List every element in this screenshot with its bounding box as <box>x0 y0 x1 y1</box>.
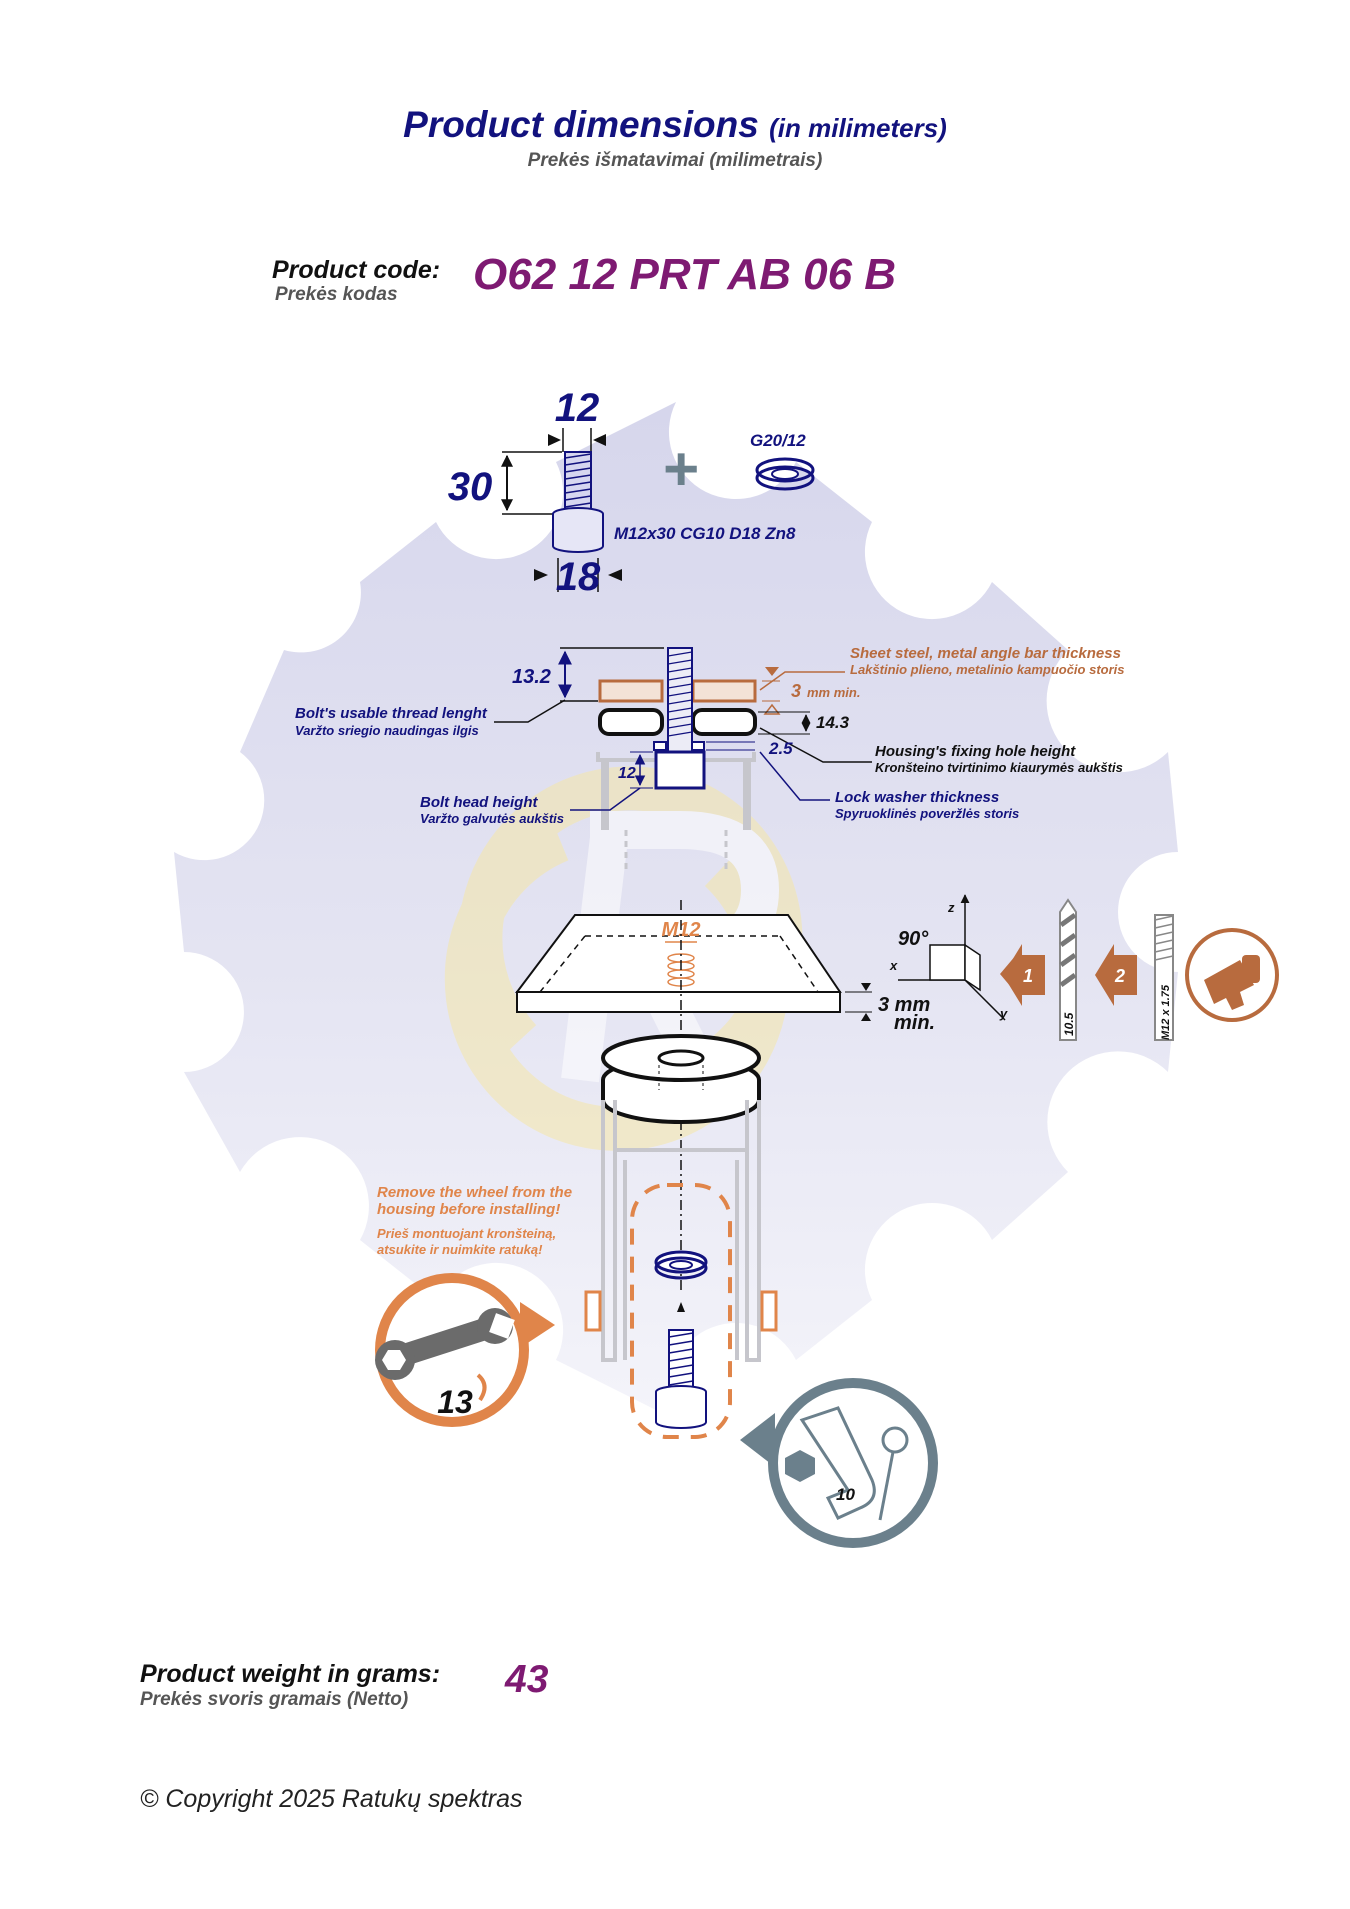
washer-thickness-label-lt: Spyruoklinės poveržlės storis <box>835 806 1019 821</box>
lock-washer-install-icon <box>654 1250 708 1280</box>
page-title: Product dimensions (in milimeters) <box>0 104 1350 146</box>
bolt-diameter-label: 12 <box>555 386 600 430</box>
plus-icon: + <box>662 435 698 504</box>
tap-size-label: M12 x 1.75 <box>1160 984 1172 1040</box>
weight-label-lt: Prekės svoris gramais (Netto) <box>140 1689 409 1710</box>
sheet-min-value: 3 <box>791 681 801 701</box>
bolt-spec-label: M12x30 CG10 D18 Zn8 <box>614 524 796 543</box>
thread-length-value: 13.2 <box>512 666 551 688</box>
title-unit: (in milimeters) <box>769 113 947 143</box>
axis-y-label: y <box>999 1006 1008 1021</box>
wrench-icon: 13 <box>375 1273 555 1427</box>
product-code-label: Product code: <box>272 256 441 284</box>
washer-thickness-value: 2.5 <box>768 739 793 758</box>
washer-thickness-label-en: Lock washer thickness <box>835 789 999 806</box>
sheet-steel-label-en: Sheet steel, metal angle bar thickness <box>850 645 1121 662</box>
head-height-label-en: Bolt head height <box>420 794 539 811</box>
bolt-length-label: 30 <box>448 465 493 509</box>
washer-code-label: G20/12 <box>750 431 806 450</box>
hex-key-size-label: 10 <box>836 1485 855 1504</box>
plate-min-value: 3 mm <box>878 994 930 1016</box>
wheel-dashed-outline <box>630 1183 732 1439</box>
bolt-head-diameter-label: 18 <box>556 555 601 599</box>
step-1-label: 1 <box>1023 966 1033 986</box>
thread-length-label-en: Bolt's usable thread lenght <box>295 705 488 722</box>
lock-washer-icon <box>755 457 815 491</box>
head-height-label-lt: Varžto galvutės aukštis <box>420 811 564 826</box>
hex-key-icon: 10 <box>740 1378 938 1548</box>
drill-size-label: 10.5 <box>1062 1012 1076 1036</box>
page-subtitle: Prekės išmatavimai (milimetrais) <box>527 150 823 171</box>
warning-en-line-2: housing before installing! <box>377 1201 560 1218</box>
copyright-notice: © Copyright 2025 Ratukų spektras <box>140 1785 523 1813</box>
warning-lt-line-1: Prieš montuojant kronšteiną, <box>377 1226 556 1241</box>
installation-drawing: M12 3 mm min. 90° z x y <box>375 894 1279 1548</box>
angle-label: 90° <box>898 928 929 950</box>
wrench-size-label: 13 <box>437 1384 473 1420</box>
weight-value: 43 <box>505 1658 549 1701</box>
thread-length-label-lt: Varžto sriegio naudingas ilgis <box>295 723 479 738</box>
housing-bracket-outline <box>601 1100 761 1362</box>
hole-height-label-lt: Kronšteino tvirtinimo kiaurymės aukštis <box>875 760 1123 775</box>
warning-en-line-1: Remove the wheel from the <box>377 1184 572 1201</box>
warning-lt-line-2: atsukite ir nuimkite ratuką! <box>377 1242 543 1257</box>
housing-washer-icon <box>601 1034 761 1124</box>
gear-background-shape <box>174 402 1178 1420</box>
perpendicular-axis-icon: 90° z x y <box>889 894 1008 1021</box>
weight-label: Product weight in grams: <box>140 1660 441 1688</box>
power-drill-icon <box>1185 928 1279 1022</box>
product-code-label-lt: Prekės kodas <box>275 284 398 305</box>
title-text: Product dimensions <box>403 104 759 145</box>
step-2-label: 2 <box>1114 966 1125 986</box>
sheet-min-unit: mm min. <box>807 685 860 700</box>
cross-section-drawing: 13.2 Bolt's usable thread lenght Varžto … <box>295 645 1125 872</box>
thread-tap-icon: M12 x 1.75 <box>1154 914 1174 1041</box>
axis-z-label: z <box>947 900 955 915</box>
axis-x-label: x <box>889 958 898 973</box>
hole-height-value: 14.3 <box>816 713 850 732</box>
drill-bit-icon: 10.5 <box>1059 898 1077 1041</box>
step-1-arrow: 1 <box>1000 944 1045 1006</box>
head-height-value: 12 <box>618 765 636 782</box>
sheet-steel-label-lt: Lakštinio plieno, metalinio kampuočio st… <box>850 662 1125 677</box>
hole-height-label-en: Housing's fixing hole height <box>875 743 1076 760</box>
product-code-value: O62 12 PRT AB 06 B <box>473 250 897 299</box>
bolt-dimension-drawing: 12 30 18 M12x30 CG10 D18 Zn8 + G20/12 <box>448 386 815 599</box>
bolt-install-icon <box>655 1329 707 1429</box>
plate-min-unit: min. <box>894 1012 935 1034</box>
step-2-arrow: 2 <box>1095 944 1137 1006</box>
